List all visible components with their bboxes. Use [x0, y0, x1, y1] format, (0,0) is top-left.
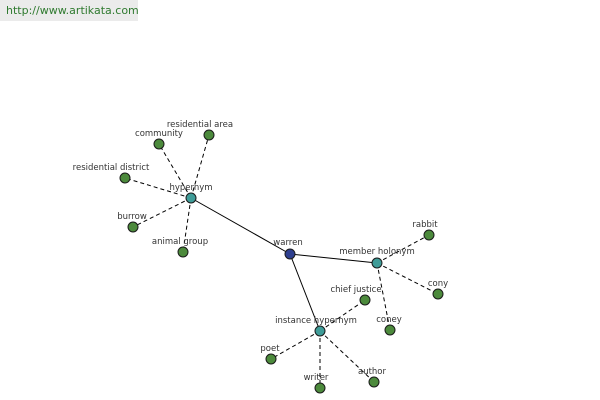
node-label-residential-area[interactable]: residential area [167, 120, 233, 130]
edge-instance-hypernym-to-author [319, 330, 375, 383]
node-member-holonym[interactable] [371, 257, 383, 269]
node-chief-justice[interactable] [359, 294, 371, 306]
edge-member-holonym-to-rabbit [376, 234, 430, 264]
node-hypernym[interactable] [185, 192, 197, 204]
edge-hypernym-to-residential-area [190, 134, 210, 199]
graph-labels: warren hypernym member holonym instance hyp… [73, 120, 448, 383]
graph-edges [124, 134, 439, 388]
node-label-member-holonym[interactable]: member holonym [339, 247, 414, 257]
node-label-animal-group[interactable]: animal group [152, 237, 208, 247]
node-animal-group[interactable] [177, 246, 189, 258]
node-label-writer[interactable]: writer [304, 373, 329, 383]
node-residential-district[interactable] [119, 172, 131, 184]
edge-hypernym-to-community [158, 143, 192, 199]
edge-warren-to-hypernym [190, 197, 291, 255]
node-instance-hypernym[interactable] [314, 325, 326, 337]
node-poet[interactable] [265, 353, 277, 365]
node-cony[interactable] [432, 288, 444, 300]
node-rabbit[interactable] [423, 229, 435, 241]
node-label-cony[interactable]: cony [428, 279, 448, 289]
edge-warren-to-instance-hypernym [289, 253, 321, 332]
source-url-banner[interactable]: http://www.artikata.com [0, 0, 139, 21]
node-label-instance-hypernym[interactable]: instance hypernym [275, 316, 357, 326]
node-label-poet[interactable]: poet [260, 344, 280, 354]
node-label-rabbit[interactable]: rabbit [412, 220, 438, 230]
node-label-warren[interactable]: warren [273, 238, 302, 248]
edge-hypernym-to-animal-group [182, 197, 192, 253]
edge-instance-hypernym-to-poet [270, 330, 321, 360]
edge-hypernym-to-burrow [132, 197, 192, 228]
node-coney[interactable] [384, 324, 396, 336]
node-label-community[interactable]: community [135, 129, 183, 139]
node-residential-area[interactable] [203, 129, 215, 141]
edge-member-holonym-to-coney [376, 262, 391, 331]
node-warren[interactable] [284, 248, 296, 260]
node-label-residential-district[interactable]: residential district [73, 163, 150, 173]
node-label-hypernym[interactable]: hypernym [169, 183, 212, 193]
edge-warren-to-member-holonym [289, 253, 378, 264]
graph-nodes [119, 129, 444, 394]
node-label-burrow[interactable]: burrow [117, 212, 147, 222]
edge-hypernym-to-residential-district [124, 177, 192, 199]
edge-member-holonym-to-cony [376, 262, 439, 295]
node-author[interactable] [368, 376, 380, 388]
node-burrow[interactable] [127, 221, 139, 233]
node-label-author[interactable]: author [358, 367, 387, 377]
node-community[interactable] [153, 138, 165, 150]
node-label-coney[interactable]: coney [376, 315, 402, 325]
edge-instance-hypernym-to-chief-justice [319, 299, 366, 332]
node-label-chief-justice[interactable]: chief justice [330, 285, 381, 295]
node-writer[interactable] [314, 382, 326, 394]
